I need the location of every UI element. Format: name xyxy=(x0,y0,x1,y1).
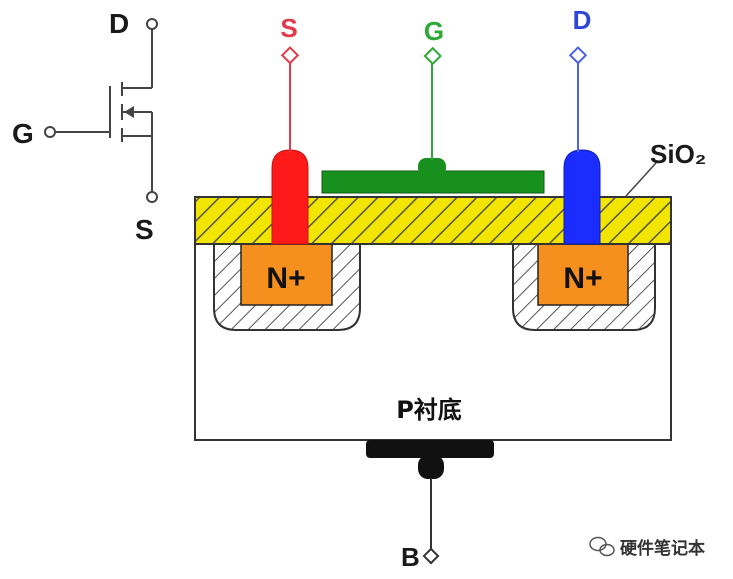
gate-terminal-label: G xyxy=(424,16,444,46)
gate-pin-icon xyxy=(423,46,442,66)
drain-electrode xyxy=(563,149,601,245)
wechat-icon xyxy=(589,536,615,557)
gate-electrode xyxy=(321,158,545,194)
oxide-label: SiO₂ xyxy=(650,139,706,169)
arrow-icon xyxy=(124,106,134,118)
oxide-callout-line xyxy=(625,162,657,197)
symbol-drain-label: D xyxy=(109,8,129,39)
source-pin-icon xyxy=(146,191,158,203)
n-plus-right-label: N+ xyxy=(563,262,602,295)
symbol-source-label: S xyxy=(135,214,154,245)
substrate-label: P衬底 xyxy=(396,396,462,424)
n-plus-left-label: N+ xyxy=(266,262,305,295)
body-pin-icon xyxy=(422,547,440,565)
source-electrode xyxy=(271,149,309,245)
drain-pin-icon xyxy=(146,18,158,30)
source-terminal-label: S xyxy=(280,13,297,43)
symbol-gate-label: G xyxy=(12,118,34,149)
drain-pin-icon xyxy=(568,46,588,65)
body-terminal-label: B xyxy=(401,542,420,572)
mosfet-symbol xyxy=(54,28,153,192)
source-pin-icon xyxy=(280,46,300,65)
watermark-text: 硬件笔记本 xyxy=(620,538,705,559)
body-contact xyxy=(366,440,494,479)
drain-terminal-label: D xyxy=(573,5,592,35)
gate-pin-icon xyxy=(44,126,56,138)
